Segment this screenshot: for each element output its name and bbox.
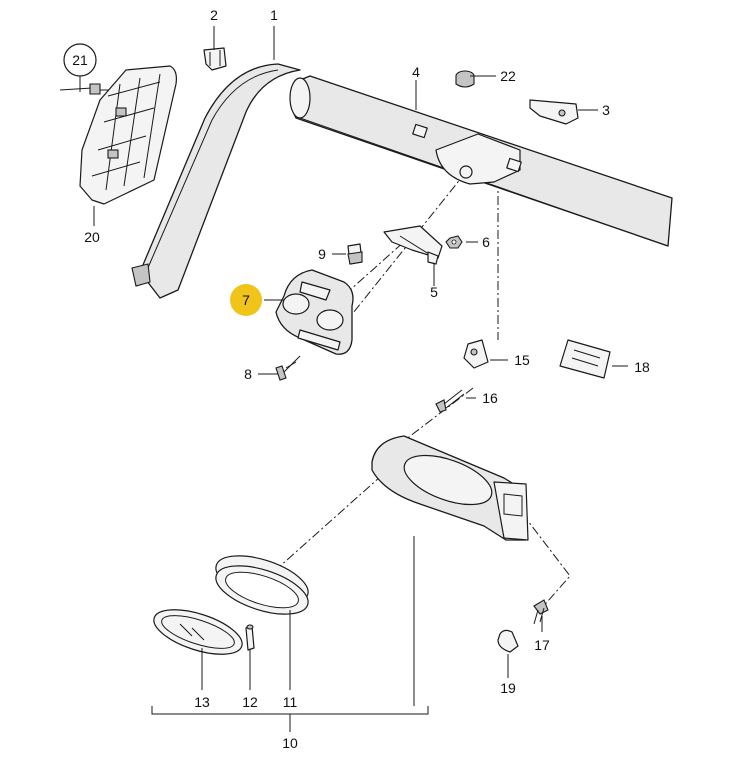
part-4-roof-trim bbox=[289, 75, 673, 247]
callout-6: 6 bbox=[482, 234, 490, 250]
callout-13: 13 bbox=[194, 694, 210, 710]
part-20-module bbox=[79, 65, 177, 205]
part-12-bulb bbox=[245, 624, 255, 651]
callout-5: 5 bbox=[430, 284, 438, 300]
part-19-cap bbox=[497, 629, 519, 653]
part-21-screw bbox=[59, 83, 101, 95]
callout-17: 17 bbox=[534, 637, 550, 653]
callout-9: 9 bbox=[318, 246, 326, 262]
part-2-clip bbox=[203, 47, 227, 71]
callout-18: 18 bbox=[634, 359, 650, 375]
part-18-label bbox=[559, 339, 611, 379]
part-5-bracket bbox=[383, 225, 443, 265]
callout-1: 1 bbox=[270, 7, 278, 23]
part-8-screw bbox=[275, 355, 301, 381]
part-3-bracket bbox=[529, 99, 579, 125]
callout-8: 8 bbox=[244, 366, 252, 382]
callout-21: 21 bbox=[72, 52, 88, 68]
part-7-lamp-housing bbox=[275, 269, 354, 355]
callout-21-circle bbox=[63, 43, 97, 77]
part-16-screw bbox=[435, 389, 465, 413]
callout-labels: 1 2 3 4 5 6 7 8 9 10 11 12 13 15 16 17 1… bbox=[72, 7, 650, 751]
callout-7-highlight bbox=[230, 284, 262, 316]
part-9-block bbox=[347, 243, 363, 265]
part-6-nut bbox=[445, 235, 463, 249]
callout-20: 20 bbox=[84, 229, 100, 245]
callout-2: 2 bbox=[210, 7, 218, 23]
callout-10: 10 bbox=[282, 735, 298, 751]
part-11-lamp-frame bbox=[215, 555, 309, 615]
callout-15: 15 bbox=[514, 352, 530, 368]
leader-lines bbox=[79, 26, 628, 732]
callout-4: 4 bbox=[412, 64, 420, 80]
callout-12: 12 bbox=[242, 694, 258, 710]
callout-3: 3 bbox=[602, 102, 610, 118]
part-13-lens bbox=[153, 609, 243, 655]
part-15-hook bbox=[463, 339, 489, 369]
callout-11: 11 bbox=[283, 694, 298, 710]
part-17-screw bbox=[533, 599, 549, 625]
callout-19: 19 bbox=[500, 680, 516, 696]
callout-7: 7 bbox=[242, 292, 250, 308]
part-1-pillar-trim bbox=[131, 63, 301, 299]
callout-16: 16 bbox=[482, 390, 498, 406]
part-22-grommet bbox=[455, 70, 475, 88]
callout-22: 22 bbox=[500, 68, 516, 84]
part-lower-housing bbox=[371, 435, 529, 541]
